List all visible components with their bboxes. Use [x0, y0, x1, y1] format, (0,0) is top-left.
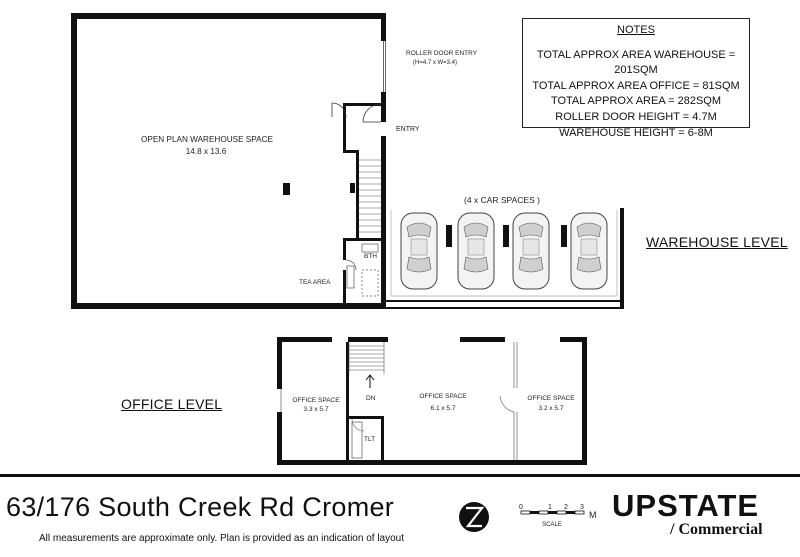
notes-line-4: ROLLER DOOR HEIGHT = 4.7M — [555, 110, 717, 123]
roller-door-dims: (H=4.7 x W=3.4) — [413, 60, 457, 66]
office-room-2-name: OFFICE SPACE — [419, 393, 467, 400]
car-2 — [457, 212, 495, 290]
car-1 — [400, 212, 438, 290]
notes-line-1: TOTAL APPROX AREA WAREHOUSE = 201SQM — [536, 48, 736, 77]
tea-area-label: TEA AREA — [299, 279, 331, 286]
scale-tick-2: 2 — [564, 504, 568, 511]
warehouse-space-label: OPEN PLAN WAREHOUSE SPACE — [141, 135, 273, 144]
notes-heading: NOTES — [617, 24, 655, 36]
scale-tick-1: 1 — [548, 504, 552, 511]
bathroom-fixtures — [345, 243, 379, 297]
stair-door — [331, 102, 347, 118]
bath-label: BTH — [364, 253, 377, 260]
brand-subtitle: / Commercial — [670, 521, 763, 538]
car-park — [386, 208, 624, 309]
warehouse-walls — [71, 13, 386, 309]
office-room-3-name: OFFICE SPACE — [527, 395, 575, 402]
stairs-dn-label: DN — [366, 395, 376, 402]
warehouse-space-dims: 14.8 x 13.6 — [186, 147, 227, 156]
entry-door — [362, 103, 382, 123]
office-room-2-dims: 6.1 x 5.7 — [431, 405, 456, 412]
scale-tick-3: 3 — [580, 504, 584, 511]
roller-door-label: ROLLER DOOR ENTRY — [406, 50, 478, 57]
notes-line-5: WAREHOUSE HEIGHT = 6-8M — [559, 126, 713, 139]
warehouse-level-title: WAREHOUSE LEVEL — [646, 234, 788, 250]
scale-bar — [520, 510, 585, 515]
office-room-1-dims: 3.3 x 5.7 — [304, 406, 329, 413]
notes-line-3: TOTAL APPROX AREA = 282SQM — [550, 95, 722, 108]
disclaimer-text: All measurements are approximate only. P… — [39, 533, 405, 544]
scale-unit: M — [589, 510, 597, 520]
office-partitions — [280, 342, 518, 460]
office-room-1-name: OFFICE SPACE — [292, 397, 340, 404]
scale-tick-0: 0 — [519, 504, 523, 511]
roller-door — [383, 41, 386, 92]
car-3 — [512, 212, 550, 290]
office-room-3-dims: 3.2 x 5.7 — [539, 405, 564, 412]
warehouse-stairs — [359, 159, 381, 233]
office-stairs — [348, 342, 385, 388]
car-4 — [570, 212, 608, 290]
toilet-fixtures — [351, 418, 365, 459]
toilet-label: TLT — [364, 436, 375, 443]
notes-line-2: TOTAL APPROX AREA OFFICE = 81SQM — [532, 79, 740, 92]
car-spaces-label: (4 x CAR SPACES ) — [464, 195, 540, 205]
office-level-title: OFFICE LEVEL — [121, 396, 223, 412]
entry-label: ENTRY — [396, 126, 420, 133]
north-arrow-icon — [459, 502, 489, 532]
footer-divider — [0, 474, 800, 477]
office-walls — [277, 337, 587, 465]
scale-label: SCALE — [542, 522, 562, 528]
property-address: 63/176 South Creek Rd Cromer — [6, 492, 395, 522]
brand-logo: UPSTATE — [612, 488, 760, 523]
notes-box: NOTES TOTAL APPROX AREA WAREHOUSE = 201S… — [522, 18, 750, 139]
